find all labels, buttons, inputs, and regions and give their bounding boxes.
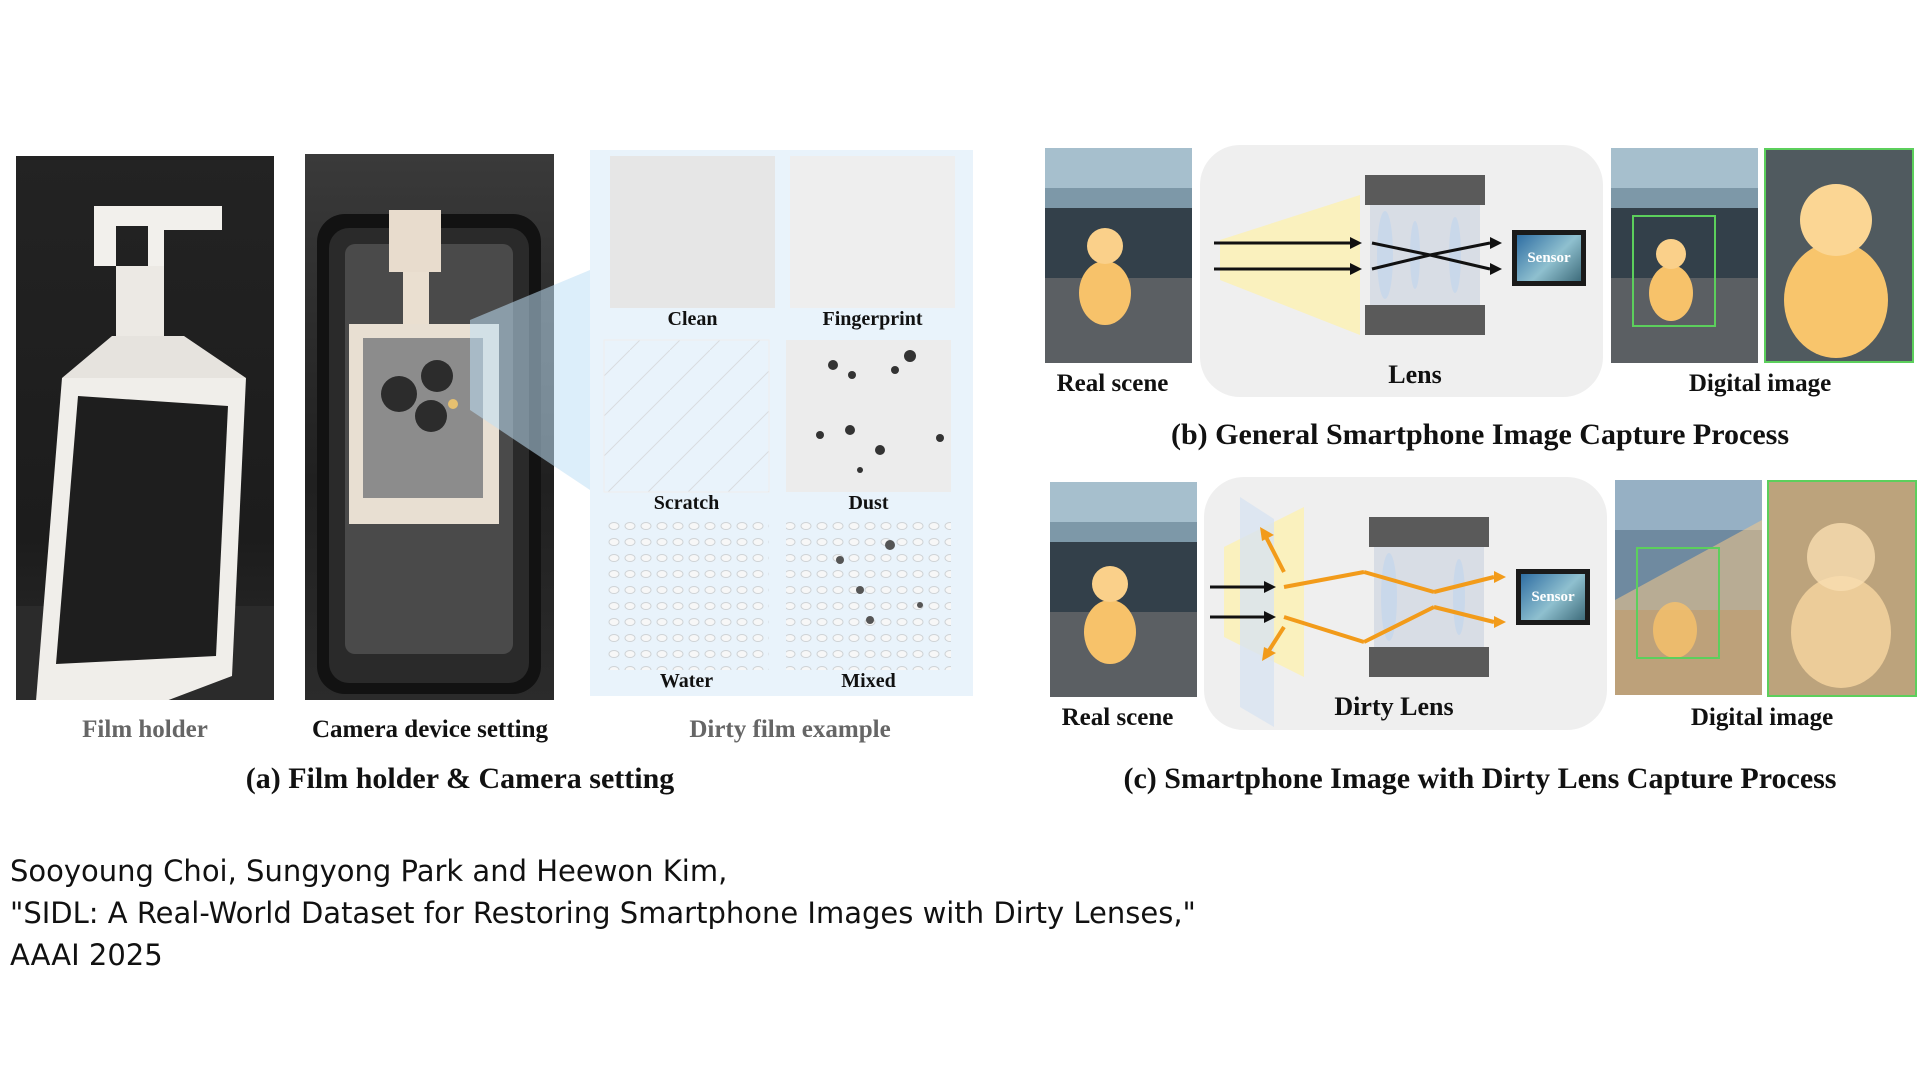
digital-image-small-c	[1615, 480, 1762, 695]
digital-image-zoom-c	[1767, 480, 1917, 697]
film-holder-photo	[16, 156, 274, 700]
panel-c-title: (c) Smartphone Image with Dirty Lens Cap…	[1123, 762, 1837, 795]
citation-title: "SIDL: A Real-World Dataset for Restorin…	[10, 896, 1196, 930]
citation: Sooyoung Choi, Sungyong Park and Heewon …	[10, 850, 1196, 976]
panel-a-title: (a) Film holder & Camera setting	[245, 762, 675, 795]
real-scene-image-b	[1045, 148, 1192, 363]
dirty-label-fingerprint: Fingerprint	[822, 308, 923, 330]
dirty-label-clean: Clean	[667, 308, 718, 330]
sensor-c: Sensor	[1516, 569, 1590, 625]
lens-diagram-b: Sensor Lens	[1200, 145, 1603, 397]
digital-image-small-b	[1611, 148, 1758, 363]
real-scene-image-c	[1050, 482, 1197, 697]
sensor-label-c: Sensor	[1521, 574, 1585, 620]
dirty-film-caption: Dirty film example	[689, 716, 891, 743]
lens-diagram-c: Sensor Dirty Lens	[1204, 477, 1607, 730]
citation-authors: Sooyoung Choi, Sungyong Park and Heewon …	[10, 854, 728, 888]
lens-label-c: Dirty Lens	[1334, 692, 1454, 721]
real-scene-label-b: Real scene	[1056, 370, 1169, 397]
digital-image-label-b: Digital image	[1688, 370, 1832, 397]
dirty-label-dust: Dust	[848, 492, 889, 514]
camera-setting-caption: Camera device setting	[311, 716, 549, 743]
dirty-label-scratch: Scratch	[653, 492, 720, 514]
dirty-label-mixed: Mixed	[841, 670, 896, 692]
digital-image-zoom-b	[1764, 148, 1914, 363]
dirty-label-water: Water	[659, 670, 714, 692]
sensor-b: Sensor	[1512, 230, 1586, 286]
digital-image-label-c: Digital image	[1690, 704, 1834, 731]
real-scene-label-c: Real scene	[1061, 704, 1174, 731]
dirty-film-gallery: Clean Fingerprint Scratch Dust Water Mix…	[590, 150, 973, 696]
panel-b-title: (b) General Smartphone Image Capture Pro…	[1171, 418, 1789, 451]
film-zoom-wedge	[470, 270, 590, 490]
lens-label-b: Lens	[1388, 360, 1442, 389]
sensor-label-b: Sensor	[1517, 235, 1581, 281]
citation-venue: AAAI 2025	[10, 938, 163, 972]
film-holder-caption: Film holder	[82, 716, 208, 743]
